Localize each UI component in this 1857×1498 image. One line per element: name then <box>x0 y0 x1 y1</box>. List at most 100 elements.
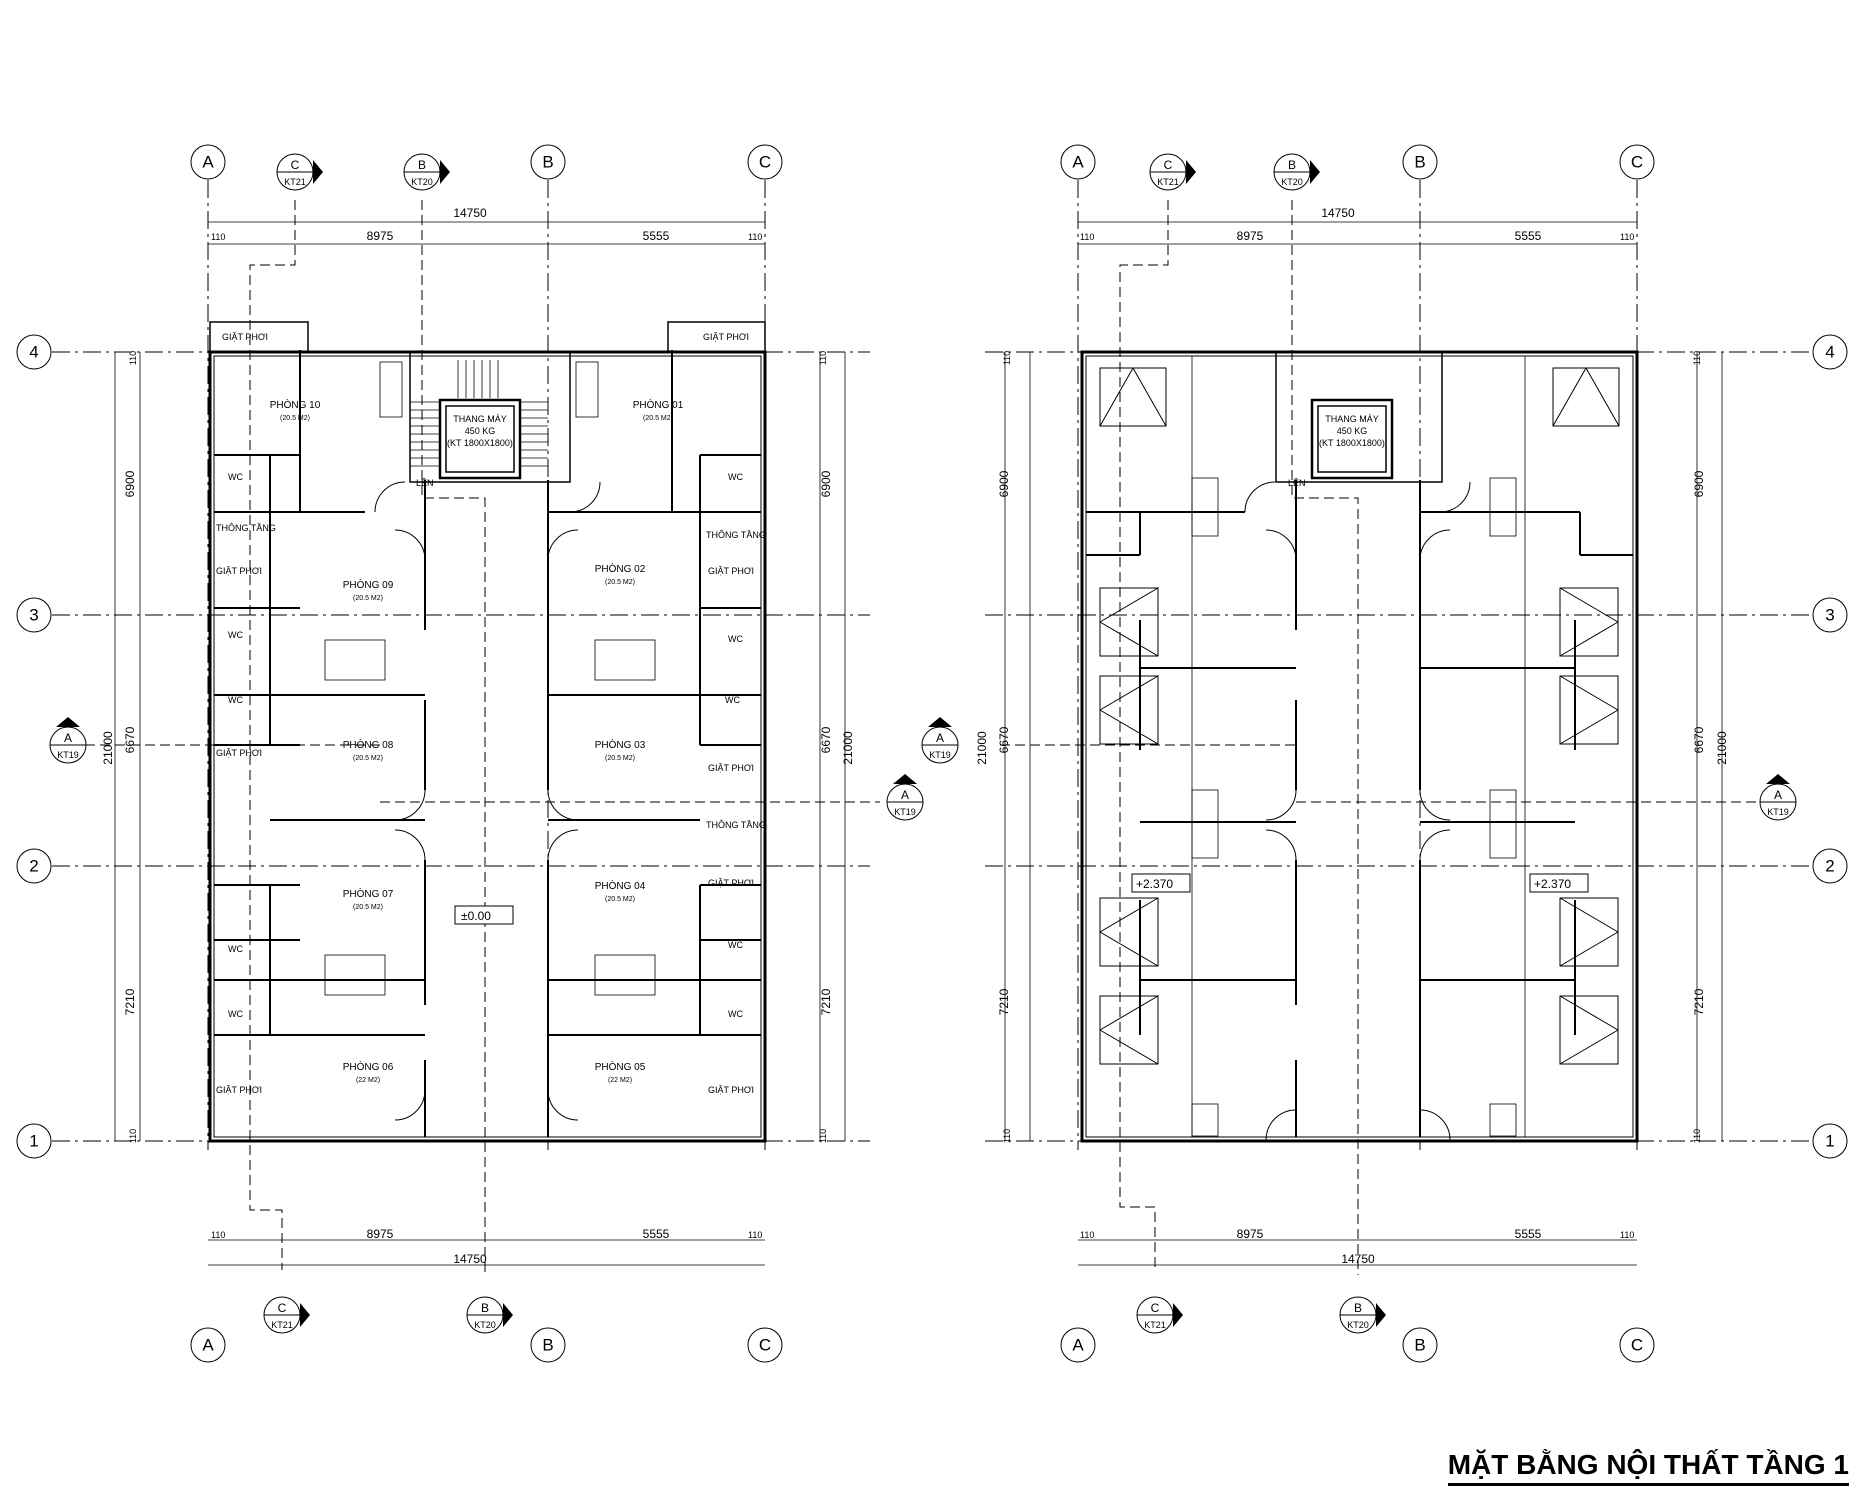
right-core <box>1275 351 1443 483</box>
dim-edge-v5: 110 <box>1002 351 1012 365</box>
grid-bubbles-left: A B C A B C 4 3 2 1 <box>16 144 783 1363</box>
svg-text:4: 4 <box>29 342 38 361</box>
level-mezz-label: +2.370 <box>1534 877 1571 891</box>
wc-label: WC <box>228 944 243 954</box>
grid-bubble-b-bottom-r: B <box>1402 1327 1438 1363</box>
dim-32-r2: 6670 <box>1692 726 1706 753</box>
laundry-label: GIẶT PHƠI <box>708 566 754 576</box>
svg-text:KT19: KT19 <box>894 807 916 817</box>
grid-bubble-3-right: 3 <box>1812 597 1848 633</box>
room-area: (20.5 M2) <box>353 904 383 911</box>
left-stair-treads <box>410 360 548 467</box>
room-name: PHÒNG 09 <box>343 578 394 591</box>
dim-bc-bottom-right: 5555 <box>1515 1227 1542 1241</box>
right-doors <box>1244 481 1471 1141</box>
elevator-label-line3: (KT 1800X1800) <box>447 438 513 448</box>
laundry-label: GIẶT PHƠI <box>216 566 262 576</box>
utility-labels-left: GIẶT PHƠI GIẶT PHƠI WC WC THÔNG TẦNG THÔ… <box>216 332 1306 1095</box>
svg-text:B: B <box>1414 1335 1425 1354</box>
left-corridor-walls <box>214 350 761 1137</box>
void-label: THÔNG TẦNG <box>706 820 766 830</box>
dim-21-l1: 7210 <box>123 988 137 1015</box>
dim-total-bottom-right: 14750 <box>1341 1252 1375 1266</box>
svg-text:A: A <box>901 788 909 802</box>
grid-bubble-a-bottom: A <box>190 1327 226 1363</box>
dim-43-l2: 6900 <box>819 470 833 497</box>
svg-text:B: B <box>481 1301 489 1315</box>
grid-bubble-a-top: A <box>190 144 226 180</box>
left-room-stairs <box>324 361 656 996</box>
dim-edge-tr2: 110 <box>1620 232 1634 242</box>
right-small-stairs <box>1191 477 1517 1137</box>
section-marker-a-right-1: A KT19 <box>921 717 959 764</box>
svg-text:A: A <box>1072 1335 1084 1354</box>
dim-21-r2: 7210 <box>1692 988 1706 1015</box>
svg-text:B: B <box>542 1335 553 1354</box>
dim-43-r2: 6900 <box>1692 470 1706 497</box>
grid-bubble-c-top-r: C <box>1619 144 1655 180</box>
section-marker-c-top-left: C KT21 <box>276 153 323 191</box>
wc-label: WC <box>228 695 243 705</box>
svg-text:C: C <box>1164 158 1173 172</box>
grid-bubble-b-bottom: B <box>530 1327 566 1363</box>
level-mezz-label: +2.370 <box>1136 877 1173 891</box>
room-name: PHÒNG 02 <box>595 562 646 575</box>
room-name: PHÒNG 04 <box>595 879 646 892</box>
grid-bubble-3-left: 3 <box>16 597 52 633</box>
svg-text:4: 4 <box>1825 342 1834 361</box>
room-area: (20.5 M2) <box>605 896 635 903</box>
laundry-label: GIẶT PHƠI <box>703 332 749 342</box>
elevator-label-line1: THANG MÁY <box>1325 414 1379 424</box>
void-label: THÔNG TẦNG <box>216 523 276 533</box>
dim-bc-bottom-left: 5555 <box>643 1227 670 1241</box>
grid-bubble-4-right: 4 <box>1812 334 1848 370</box>
dim-edge-v2: 110 <box>128 1129 138 1143</box>
dim-total-depth-r2: 21000 <box>1715 731 1729 765</box>
room-area: (22 M2) <box>356 1077 380 1084</box>
laundry-label: GIẶT PHƠI <box>708 1085 754 1095</box>
dim-edge-v8: 110 <box>1692 1129 1702 1143</box>
dim-ab-top-right: 8975 <box>1237 229 1264 243</box>
right-section-lines <box>1000 200 1780 1275</box>
grid-bubble-4-left: 4 <box>16 334 52 370</box>
grid-bubble-b-top: B <box>530 144 566 180</box>
room-area: (20.5 M2) <box>605 579 635 586</box>
svg-text:C: C <box>278 1301 287 1315</box>
dim-total-bottom-left: 14750 <box>453 1252 487 1266</box>
wc-label: WC <box>725 695 740 705</box>
svg-text:KT20: KT20 <box>1281 177 1303 187</box>
wc-label: WC <box>228 630 243 640</box>
dim-21-r1: 7210 <box>997 988 1011 1015</box>
wc-label: WC <box>228 472 243 482</box>
section-markers: C KT21 B KT20 C KT21 B KT20 A KT19 <box>49 153 1797 1334</box>
dim-edge-tr1: 110 <box>1080 232 1094 242</box>
section-marker-c-bottom-right: C KT21 <box>1136 1296 1183 1334</box>
left-doors <box>374 481 601 1121</box>
svg-text:KT21: KT21 <box>1157 177 1179 187</box>
svg-text:KT20: KT20 <box>1347 1320 1369 1330</box>
laundry-label: GIẶT PHƠI <box>216 1085 262 1095</box>
dim-32-l1: 6670 <box>123 726 137 753</box>
room-area: (20.5 M2) <box>353 595 383 602</box>
left-dims <box>114 221 846 1266</box>
left-section-lines <box>85 200 880 1275</box>
level-markers: ±0.00 +2.370 +2.370 <box>454 873 1589 925</box>
section-marker-c-bottom-left: C KT21 <box>263 1296 310 1334</box>
grid-bubble-2-left: 2 <box>16 848 52 884</box>
svg-text:A: A <box>1774 788 1782 802</box>
room-area: (20.5 M2) <box>643 415 673 422</box>
dim-21-l2: 7210 <box>819 988 833 1015</box>
section-marker-b-top-left: B KT20 <box>403 153 450 191</box>
room-labels-left: PHÒNG 10 (20.5 M2) PHÒNG 09 (20.5 M2) PH… <box>270 398 684 1084</box>
svg-text:1: 1 <box>29 1131 38 1150</box>
svg-text:C: C <box>759 1335 771 1354</box>
room-name: PHÒNG 07 <box>343 887 394 900</box>
grid-bubble-c-bottom-r: C <box>1619 1327 1655 1363</box>
elevator-label-line2: 450 KG <box>1337 426 1368 436</box>
wc-label: WC <box>728 472 743 482</box>
dim-edge-tl2: 110 <box>748 232 762 242</box>
section-marker-b-top-right: B KT20 <box>1273 153 1320 191</box>
dim-edge-v3: 110 <box>818 351 828 365</box>
svg-text:KT21: KT21 <box>271 1320 293 1330</box>
